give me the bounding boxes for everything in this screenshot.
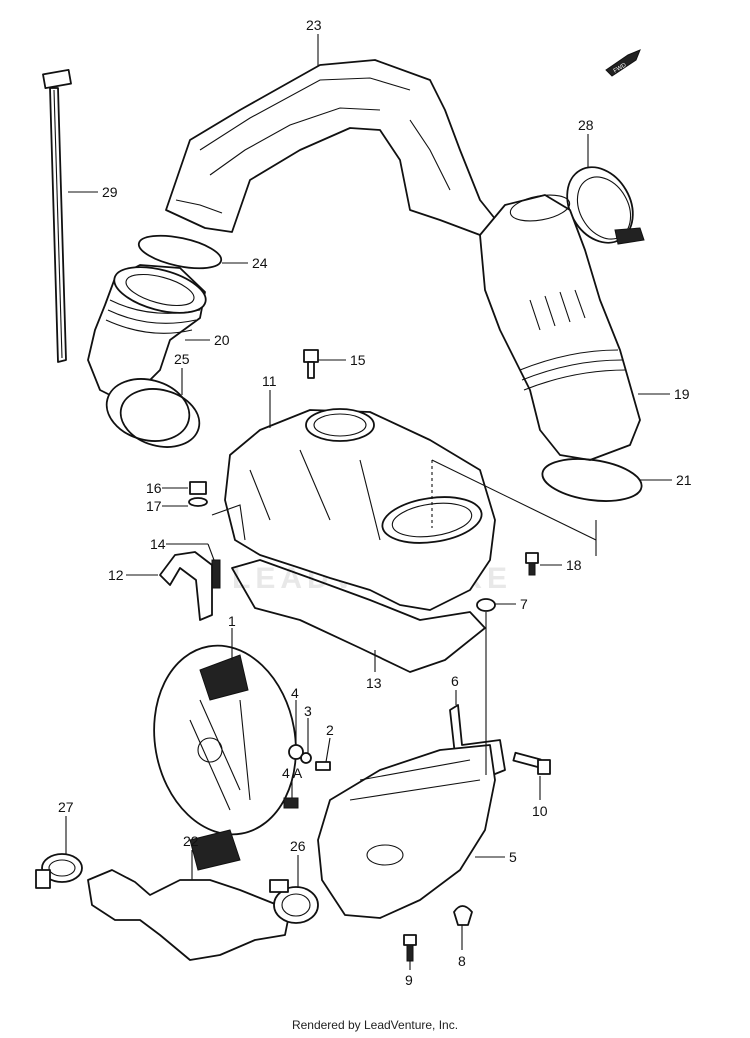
part-27-hose-clamp — [35, 853, 83, 889]
part-2-bolt — [315, 761, 331, 771]
part-5-fan-housing — [317, 744, 496, 919]
part-4a-bolt — [283, 797, 299, 809]
callout-3: 3 — [304, 703, 312, 719]
part-22-drain-hose — [87, 869, 291, 961]
leader-lines — [65, 34, 672, 970]
callout-29: 29 — [102, 184, 118, 200]
callout-13: 13 — [366, 675, 382, 691]
part-17-washer — [188, 497, 208, 507]
part-19-air-hose — [479, 194, 641, 461]
callout-23: 23 — [306, 17, 322, 33]
callout-14: 14 — [150, 536, 166, 552]
part-13-gasket — [231, 559, 486, 673]
callout-6: 6 — [451, 673, 459, 689]
part-7-grommet — [476, 598, 496, 612]
callout-4a: 4 A — [282, 765, 303, 781]
callout-11: 11 — [262, 373, 277, 389]
callout-26: 26 — [290, 838, 306, 854]
part-1-cooling-fan — [153, 644, 297, 871]
part-29-cable-tie — [42, 68, 72, 363]
callout-22: 22 — [183, 833, 199, 849]
part-3-washer — [300, 752, 312, 764]
callout-4: 4 — [291, 685, 299, 701]
callout-5: 5 — [509, 849, 517, 865]
callout-24: 24 — [252, 255, 268, 271]
callout-18: 18 — [566, 557, 582, 573]
part-10-bolt — [512, 751, 551, 775]
part-14-stud — [211, 559, 221, 589]
callout-15: 15 — [350, 352, 366, 368]
callout-7: 7 — [520, 596, 528, 612]
part-12-bracket — [159, 551, 213, 621]
callout-12: 12 — [108, 567, 124, 583]
callout-20: 20 — [214, 332, 230, 348]
part-23-air-duct — [165, 59, 501, 236]
part-9-screw — [403, 934, 417, 962]
callout-1: 1 — [228, 613, 236, 629]
callout-27: 27 — [58, 799, 74, 815]
part-26-hose-clamp — [269, 879, 319, 924]
part-24-seal-ring — [137, 234, 223, 270]
part-18-screw — [525, 552, 539, 576]
callout-17: 17 — [146, 498, 162, 514]
callout-8: 8 — [458, 953, 466, 969]
callout-9: 9 — [405, 972, 413, 988]
part-25-hose-band — [105, 378, 201, 448]
callout-19: 19 — [674, 386, 690, 402]
callout-21: 21 — [676, 472, 692, 488]
part-15-bolt — [303, 349, 319, 379]
callout-25: 25 — [174, 351, 190, 367]
footer-credit: Rendered by LeadVenture, Inc. — [291, 1018, 459, 1032]
part-21-hose-band — [541, 458, 643, 502]
part-20-intake-boot — [87, 264, 207, 401]
callout-labels: 23 29 28 24 20 15 25 11 19 16 17 21 18 1… — [58, 17, 692, 988]
callout-10: 10 — [532, 803, 548, 819]
part-8-grommet — [453, 905, 473, 926]
front-direction-marker: FWD — [605, 49, 641, 77]
callout-28: 28 — [578, 117, 594, 133]
callout-16: 16 — [146, 480, 162, 496]
callout-2: 2 — [326, 722, 334, 738]
part-16-nut — [189, 481, 207, 495]
